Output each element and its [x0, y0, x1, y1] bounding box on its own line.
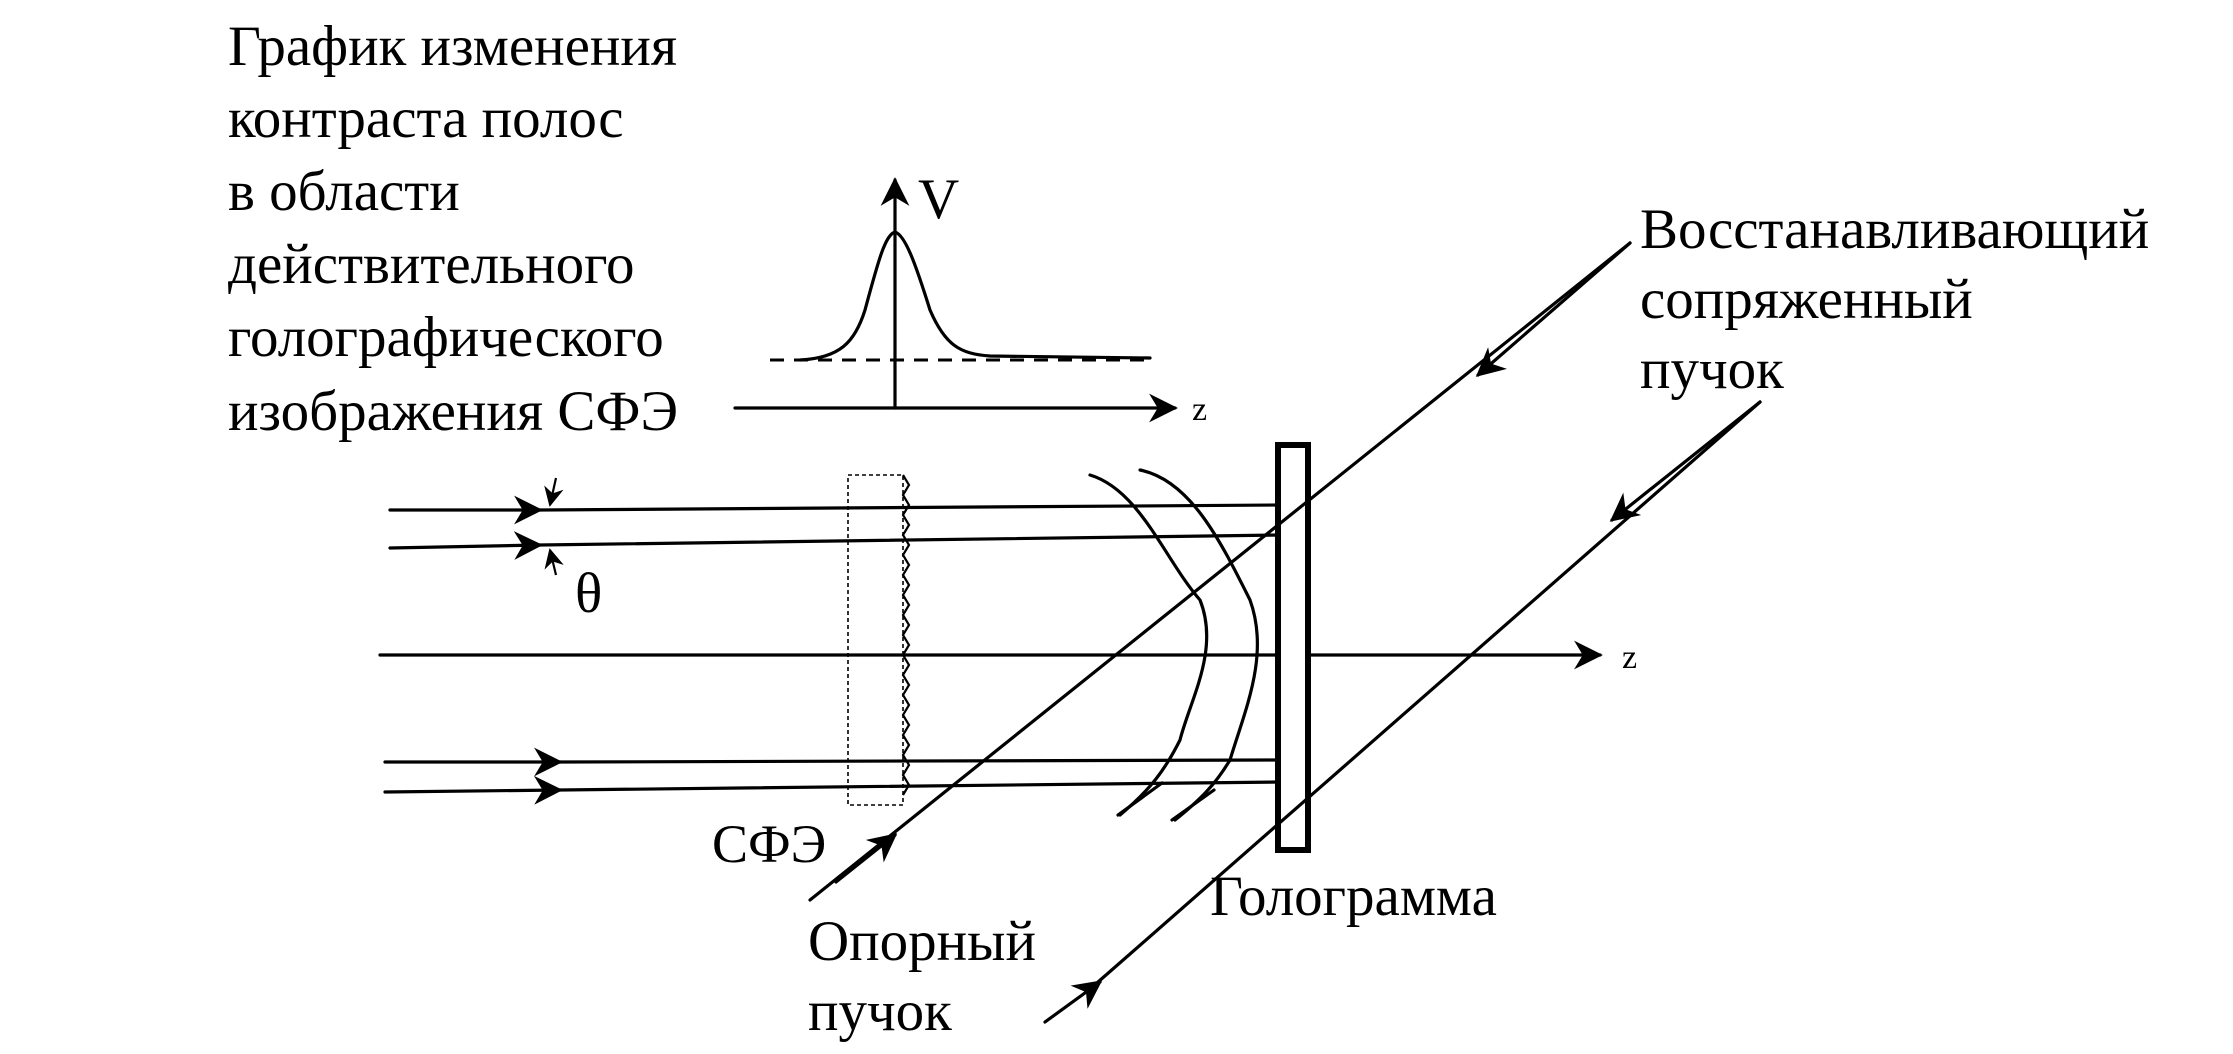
lower-beam-arrow [383, 775, 563, 805]
reference-beam-arrow [834, 833, 898, 884]
reconstructing-beam-label: сопряженный [1640, 268, 1973, 331]
filter-label: СФЭ [712, 814, 826, 874]
caption-line: действительного [228, 233, 635, 296]
upper-beam-ray [538, 533, 1282, 547]
graph-v-axis-label: V [918, 168, 959, 231]
lower-beam-ray [558, 780, 1282, 792]
reconstructing-beam-label: Восстанавливающий [1640, 198, 2149, 261]
hologram-label: Голограмма [1210, 865, 1497, 928]
spatial-filter-element: СФЭ [712, 474, 911, 874]
filter-rough-surface [901, 474, 911, 796]
lower-input-beams [383, 747, 1282, 805]
caption-line: голографического [228, 306, 664, 369]
caption-line: в области [228, 160, 460, 223]
wavefront-tail [1116, 781, 1164, 817]
optical-z-axis-label: z [1622, 639, 1637, 676]
theta-marker [544, 477, 564, 507]
reference-beam-label: Опорный [808, 910, 1036, 973]
reconstructing-beam-line [1096, 400, 1762, 984]
upper-beam-ray [538, 503, 1282, 512]
contrast-graph-caption: График изменения контраста полос в облас… [228, 15, 678, 443]
upper-beam-arrow [388, 531, 543, 560]
wavefront-tail [1170, 788, 1216, 822]
lower-beam-ray [558, 758, 1282, 764]
caption-line: контраста полос [228, 87, 624, 150]
theta-marker [544, 548, 564, 576]
reference-beam-label: пучок [808, 980, 952, 1043]
reference-beam-line [808, 241, 1632, 902]
wavefront-curve [1138, 468, 1260, 822]
contrast-curve [798, 230, 1152, 362]
wavefront-curve [1088, 473, 1209, 817]
caption-line: изображения СФЭ [228, 380, 678, 443]
theta-label: θ [575, 562, 602, 625]
contrast-graph: V z [733, 168, 1207, 428]
reference-beam-pointer [1043, 980, 1103, 1024]
reconstructing-beam: Восстанавливающий сопряженный пучок [1096, 198, 2149, 984]
reconstructing-beam-label: пучок [1640, 338, 1784, 401]
wavefronts [1088, 468, 1260, 822]
caption-line: График изменения [228, 15, 677, 78]
graph-z-axis-label: z [1192, 391, 1207, 428]
upper-input-beams: θ [388, 477, 1282, 625]
reconstructing-beam-arrow [1475, 241, 1632, 377]
